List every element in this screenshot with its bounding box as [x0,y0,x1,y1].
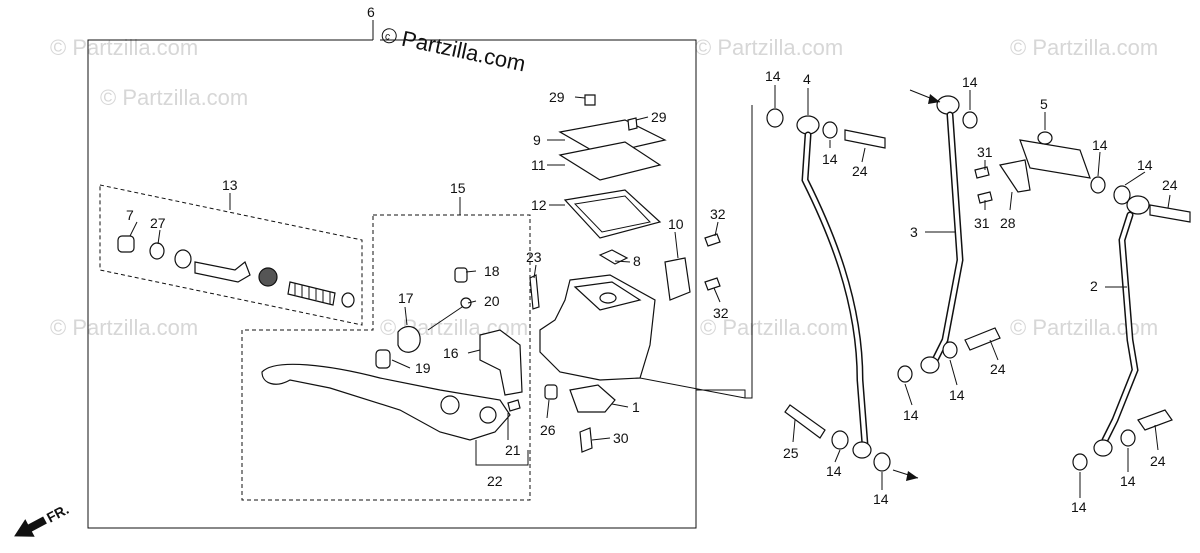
callout-14: 14 [765,68,781,84]
piston-kit [117,235,355,308]
callout-30: 30 [613,430,629,446]
callout-3: 3 [910,224,918,240]
callout-4: 4 [803,71,811,87]
leader-lines [129,85,1171,498]
callout-13: 13 [222,177,238,193]
watermark-tile: © Partzilla.com [1010,315,1158,340]
callout-21: 21 [505,442,521,458]
callout-19: 19 [415,360,431,376]
brake-hose-4 [766,108,891,472]
callout-23: 23 [526,249,542,265]
callout-12: 12 [531,197,547,213]
callout-7: 7 [126,207,134,223]
subassembly-15-box [241,214,531,501]
arrow-icon [928,94,940,104]
callout-10: 10 [668,216,684,232]
callout-25: 25 [783,445,799,461]
callout-8: 8 [633,253,641,269]
callout-14: 14 [949,387,965,403]
callout-14: 14 [1137,157,1153,173]
callout-14: 14 [1071,499,1087,515]
brake-hose-2 [1072,195,1173,471]
callout-18: 18 [484,263,500,279]
callout-14: 14 [903,407,919,423]
front-arrow-icon [14,516,47,537]
callout-24: 24 [852,163,868,179]
callout-20: 20 [484,293,500,309]
callout-27: 27 [150,215,166,231]
callout-6: 6 [367,4,375,20]
assembly-boundary [87,20,753,529]
callout-14: 14 [873,491,889,507]
callout-17: 17 [398,290,414,306]
watermark-tile: © Partzilla.com [50,315,198,340]
arrow-icon [906,471,918,481]
svg-text:c: c [384,31,391,43]
callout-29: 29 [549,89,565,105]
watermark-tile: © Partzilla.com [1010,35,1158,60]
callout-22: 22 [487,473,503,489]
callout-9: 9 [533,132,541,148]
callout-11: 11 [531,157,546,173]
callout-31: 31 [977,144,993,160]
callout-2: 2 [1090,278,1098,294]
master-cylinder [529,94,721,453]
callout-5: 5 [1040,96,1048,112]
callout-24: 24 [1162,177,1178,193]
brand-text: Partzilla.com [399,26,527,77]
callout-14: 14 [962,74,978,90]
callout-16: 16 [443,345,459,361]
watermark-tile: © Partzilla.com [100,85,248,110]
callout-1: 1 [632,399,640,415]
callout-31: 31 [974,215,990,231]
callout-14: 14 [826,463,842,479]
callout-26: 26 [540,422,556,438]
watermark-tile: © Partzilla.com [695,35,843,60]
brake-lever [261,363,521,441]
callout-32: 32 [710,206,726,222]
pivot-parts [375,267,523,396]
callout-24: 24 [1150,453,1166,469]
callout-15: 15 [450,180,466,196]
front-direction-marker: FR. [14,501,71,537]
callout-24: 24 [990,361,1006,377]
front-label: FR. [44,501,71,526]
copyright-icon [381,28,397,44]
callout-29: 29 [651,109,667,125]
callout-14: 14 [1120,473,1136,489]
callout-32: 32 [713,305,729,321]
subassembly-13-box [99,184,363,326]
callout-14: 14 [822,151,838,167]
watermark-tile: © Partzilla.com [50,35,198,60]
hose-direction-arrows [892,89,941,481]
callout-28: 28 [1000,215,1016,231]
callout-14: 14 [1092,137,1108,153]
partzilla-logo: c Partzilla.com [381,26,528,77]
brake-hose-joint-5 [1019,131,1191,223]
callout-labels: 6 13 7 27 15 18 20 17 16 19 21 22 23 26 … [126,4,1178,515]
brake-hose-3 [897,95,1031,383]
watermark-tile: © Partzilla.com [700,315,848,340]
